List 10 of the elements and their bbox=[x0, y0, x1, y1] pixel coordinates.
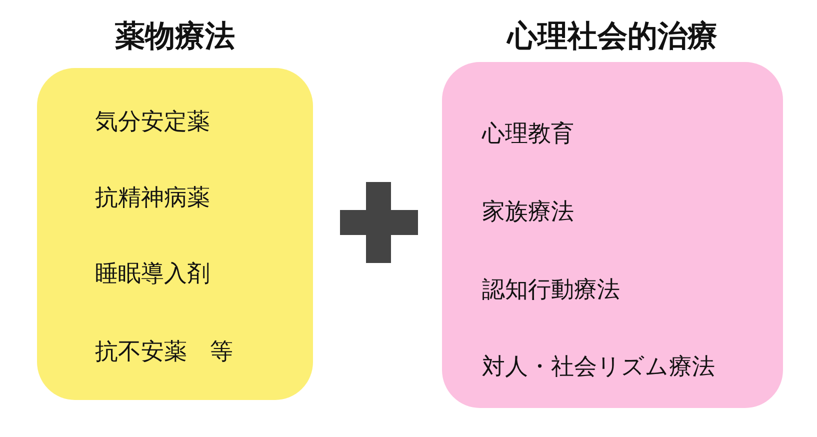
list-item: 心理教育 bbox=[482, 120, 574, 149]
section-heading: 心理社会的治療 bbox=[506, 18, 718, 56]
section-heading: 薬物療法 bbox=[114, 18, 236, 56]
list-item: 対人・社会リズム療法 bbox=[482, 353, 715, 382]
list-item: 気分安定薬 bbox=[95, 108, 210, 137]
list-item: 睡眠導入剤 bbox=[95, 260, 210, 289]
list-item: 抗精神病薬 bbox=[95, 184, 210, 213]
list-item: 認知行動療法 bbox=[482, 276, 620, 305]
list-item: 抗不安薬 等 bbox=[95, 338, 233, 367]
list-item: 家族療法 bbox=[482, 198, 574, 227]
